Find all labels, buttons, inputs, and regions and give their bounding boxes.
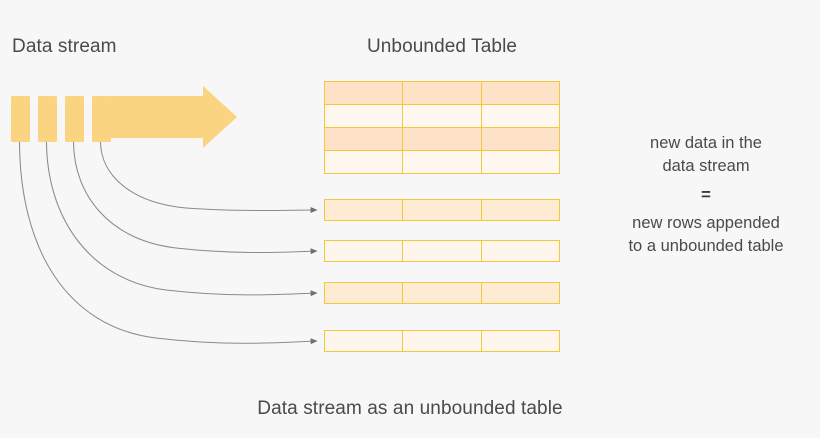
connector-bar1-to-row4 bbox=[18, 141, 318, 345]
stream-bar-1 bbox=[11, 96, 30, 142]
data-stream-title: Data stream bbox=[12, 36, 117, 57]
stream-bar-3 bbox=[65, 96, 84, 142]
appended-cell bbox=[325, 331, 403, 351]
table-cell bbox=[402, 127, 482, 151]
table-cell bbox=[323, 104, 404, 128]
table-cell bbox=[323, 150, 404, 174]
stream-bar-2 bbox=[38, 96, 57, 142]
appended-row bbox=[324, 282, 560, 304]
table-cell bbox=[323, 127, 404, 151]
unbounded-table-title: Unbounded Table bbox=[366, 36, 518, 57]
equation-bottom: new rows appended to a unbounded table bbox=[592, 212, 820, 258]
appended-row bbox=[324, 330, 560, 352]
appended-cell bbox=[325, 241, 403, 261]
appended-cell bbox=[402, 241, 481, 261]
table-cell bbox=[402, 104, 482, 128]
equation-block: new data in the data stream = new rows a… bbox=[592, 132, 820, 258]
appended-cell bbox=[402, 200, 481, 220]
appended-cell bbox=[325, 283, 403, 303]
connector-bar3-to-row2 bbox=[72, 141, 318, 255]
equation-bottom-line-2: to a unbounded table bbox=[628, 237, 784, 255]
table-cell bbox=[323, 81, 404, 105]
table-row bbox=[323, 104, 561, 128]
table-row bbox=[323, 127, 561, 151]
table-cell bbox=[402, 150, 482, 174]
appended-cell bbox=[402, 331, 481, 351]
table-cell bbox=[480, 150, 561, 174]
appended-cell bbox=[402, 283, 481, 303]
table-row bbox=[323, 81, 561, 105]
connector-bar4-to-row1 bbox=[99, 141, 318, 214]
appended-row bbox=[324, 199, 560, 221]
connector-bar2-to-row3 bbox=[45, 141, 318, 297]
appended-cell bbox=[480, 331, 559, 351]
appended-cell bbox=[480, 241, 559, 261]
table-cell bbox=[480, 104, 561, 128]
table-cell bbox=[480, 127, 561, 151]
appended-row bbox=[324, 240, 560, 262]
equation-top: new data in the data stream bbox=[592, 132, 820, 178]
stream-bar-4 bbox=[92, 96, 111, 142]
table-cell bbox=[402, 81, 482, 105]
equation-top-line-2: data stream bbox=[662, 157, 750, 175]
figure-caption: Data stream as an unbounded table bbox=[257, 398, 563, 419]
appended-cell bbox=[480, 200, 559, 220]
appended-cell bbox=[325, 200, 403, 220]
table-row bbox=[323, 150, 561, 174]
equation-bottom-line-1: new rows appended bbox=[632, 214, 780, 232]
table-cell bbox=[480, 81, 561, 105]
appended-cell bbox=[480, 283, 559, 303]
equation-top-line-1: new data in the bbox=[650, 134, 762, 152]
unbounded-table-grid bbox=[323, 81, 561, 174]
right-arrow-icon bbox=[110, 86, 237, 148]
equals-sign: = bbox=[701, 185, 711, 204]
